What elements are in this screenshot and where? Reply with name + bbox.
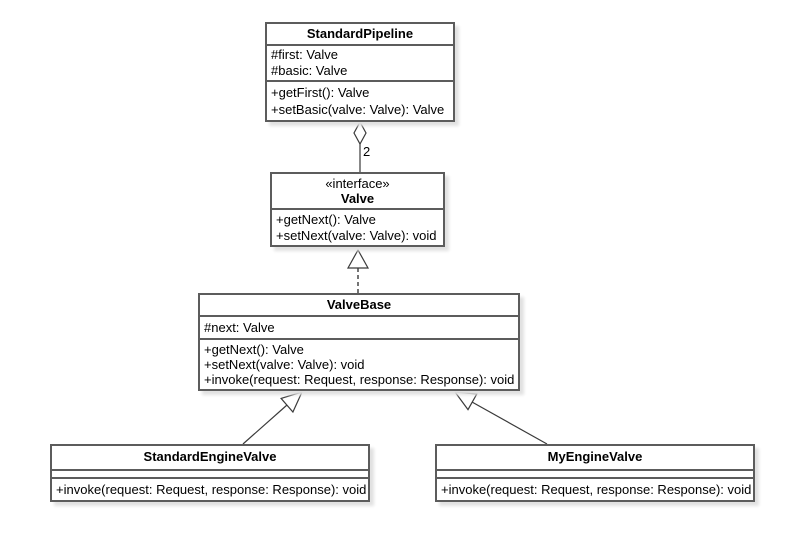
- generalization-triangle-icon: [280, 391, 304, 414]
- class-name: Valve: [340, 191, 375, 206]
- method-line: +setNext(valve: Valve): void: [276, 228, 437, 243]
- generalization-connector-standardenginevalve: [242, 391, 304, 445]
- class-title: ValveBase: [326, 297, 392, 312]
- class-title: StandardEngineValve: [143, 449, 277, 464]
- generalization-triangle-icon: [453, 391, 478, 411]
- method-line: +getFirst(): Valve: [271, 85, 370, 100]
- methods-compartment: +invoke(request: Request, response: Resp…: [437, 477, 753, 500]
- method-line: +setNext(valve: Valve): void: [204, 357, 365, 372]
- realization-triangle-icon: [346, 248, 370, 269]
- stereotype-label: «interface»: [325, 176, 390, 191]
- aggregation-connector: [353, 120, 367, 172]
- methods-compartment: +getFirst(): Valve +setBasic(valve: Valv…: [267, 80, 453, 120]
- method-line: +setBasic(valve: Valve): Valve: [271, 102, 445, 117]
- method-line: +invoke(request: Request, response: Resp…: [204, 372, 515, 387]
- attribute-line: #next: Valve: [204, 320, 275, 335]
- methods-compartment: +getNext(): Valve +setNext(valve: Valve)…: [272, 208, 443, 245]
- attribute-line: #basic: Valve: [271, 63, 348, 78]
- method-line: +getNext(): Valve: [204, 342, 304, 357]
- multiplicity-label: 2: [363, 144, 371, 159]
- attributes-compartment: #first: Valve #basic: Valve: [267, 44, 453, 80]
- class-standardpipeline: StandardPipeline #first: Valve #basic: V…: [265, 22, 455, 122]
- methods-compartment: +getNext(): Valve +setNext(valve: Valve)…: [200, 338, 518, 389]
- attributes-compartment: #next: Valve: [200, 315, 518, 338]
- class-title: MyEngineValve: [547, 449, 643, 464]
- attributes-compartment-empty: [437, 469, 753, 477]
- class-title: StandardPipeline: [306, 26, 414, 41]
- attributes-compartment-empty: [52, 469, 368, 477]
- class-title: «interface» Valve: [272, 174, 443, 208]
- aggregation-diamond-icon: [353, 120, 367, 146]
- class-standardenginevalve: StandardEngineValve +invoke(request: Req…: [50, 444, 370, 502]
- method-line: +getNext(): Valve: [276, 212, 376, 227]
- realization-connector: [346, 248, 370, 293]
- class-myenginevalve: MyEngineValve +invoke(request: Request, …: [435, 444, 755, 502]
- generalization-connector-myenginevalve: [453, 391, 548, 445]
- methods-compartment: +invoke(request: Request, response: Resp…: [52, 477, 368, 500]
- method-line: +invoke(request: Request, response: Resp…: [56, 482, 367, 497]
- class-valvebase: ValveBase #next: Valve +getNext(): Valve…: [198, 293, 520, 391]
- method-line: +invoke(request: Request, response: Resp…: [441, 482, 752, 497]
- attribute-line: #first: Valve: [271, 47, 338, 62]
- class-valve-interface: «interface» Valve +getNext(): Valve +set…: [270, 172, 445, 247]
